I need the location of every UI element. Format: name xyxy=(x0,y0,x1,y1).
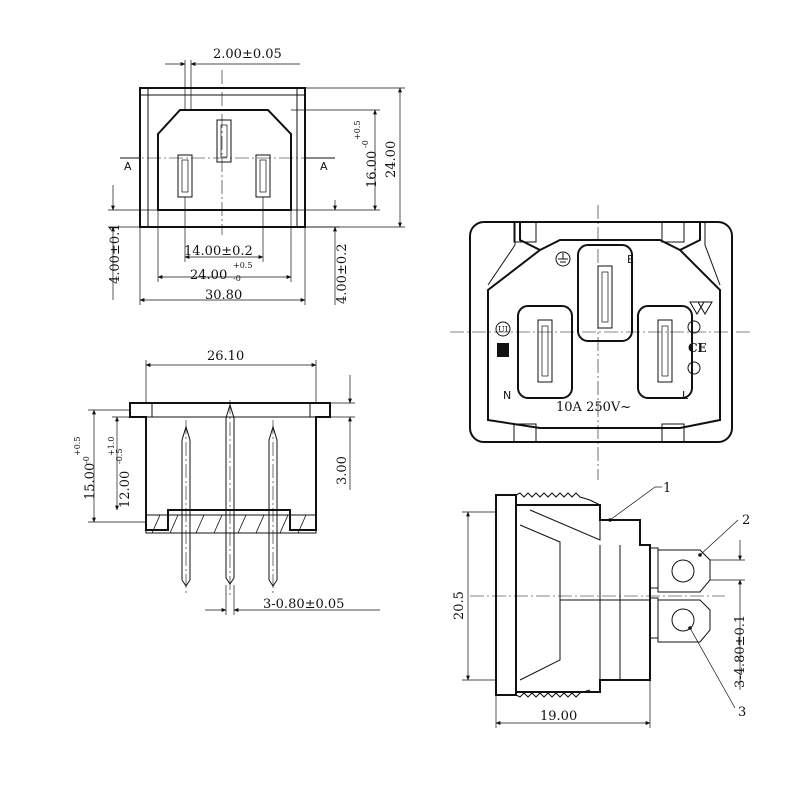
iso-pin-neutral xyxy=(517,305,573,399)
dim-depth-15-tol-lower: -0 xyxy=(82,456,91,464)
label-neutral: N xyxy=(503,389,511,402)
dim-overall-width: 30.80 xyxy=(205,288,242,303)
dim-tab-width: 3-4.80±0.1 xyxy=(733,615,748,688)
certification-mark-icon xyxy=(497,343,509,357)
dim-depth-15: 15.00 xyxy=(83,463,98,500)
dim-top-width: 26.10 xyxy=(207,349,244,364)
label-earth: E xyxy=(627,253,634,266)
callout-1: 1 xyxy=(663,481,671,496)
dim-socket-width-tol-lower: -0 xyxy=(233,274,241,283)
dim-depth-15-tol-upper: +0.5 xyxy=(73,437,82,456)
svg-text:UL: UL xyxy=(498,325,511,334)
iso-pin-live xyxy=(637,305,693,399)
profile-flange xyxy=(495,494,517,696)
dim-right-side: 4.00±0.2 xyxy=(335,243,350,304)
side-base-hatch xyxy=(145,514,317,534)
dim-height-outer: 24.00 xyxy=(384,141,399,178)
dim-socket-height: 16.00 xyxy=(365,151,380,188)
dim-socket-width: 24.00 xyxy=(190,268,227,283)
profile-body xyxy=(516,504,651,693)
dim-flange: 3.00 xyxy=(335,456,350,485)
earth-symbol-icon xyxy=(555,251,571,267)
dim-pin-spacing: 14.00±0.2 xyxy=(184,244,253,259)
iso-pin-earth xyxy=(577,244,633,342)
dim-depth-12-tol-upper: +1.0 xyxy=(107,437,116,456)
dim-profile-height: 20.5 xyxy=(452,591,467,620)
callout-3: 3 xyxy=(738,705,746,720)
side-view: 26.10 15.00 +0.5 -0 12.00 +1.0 -0.5 3.00… xyxy=(73,349,380,615)
front-pin-live xyxy=(255,154,271,198)
vde-mark-icon xyxy=(689,301,713,315)
callout-2: 2 xyxy=(742,513,750,528)
ul-mark-icon: UL xyxy=(495,321,511,337)
front-pin-earth xyxy=(216,119,232,163)
dim-pin-thickness: 3-0.80±0.05 xyxy=(263,597,344,612)
ccc-mark-icon xyxy=(687,320,701,334)
iso-view: UL CE E N L 10A 250V~ xyxy=(450,205,750,480)
label-live: L xyxy=(682,389,689,402)
dim-depth-12-tol-lower: -0.5 xyxy=(115,449,124,464)
front-pin-neutral xyxy=(177,154,193,198)
profile-tab-upper xyxy=(649,547,659,589)
enec-mark-icon xyxy=(687,361,701,375)
profile-view: 20.5 19.00 3-4.80±0.1 1 2 3 xyxy=(452,481,750,728)
dim-socket-height-tol-upper: +0.5 xyxy=(353,121,362,140)
section-mark-right: A xyxy=(320,160,328,173)
dim-socket-width-tol-upper: +0.5 xyxy=(233,261,252,270)
dim-pin-width: 2.00±0.05 xyxy=(213,47,282,62)
front-view: A A 2.00±0.05 24.00 16.00 +0.5 -0 4.00±0… xyxy=(108,47,405,305)
front-body-outline xyxy=(139,87,306,228)
dim-depth-12: 12.00 xyxy=(118,471,133,508)
dim-socket-height-tol-lower: -0 xyxy=(361,140,370,148)
dim-left-side: 4.00±0.1 xyxy=(108,223,123,284)
rating-text: 10A 250V~ xyxy=(556,400,631,415)
dim-profile-depth: 19.00 xyxy=(540,709,577,724)
section-mark-left: A xyxy=(124,160,132,173)
profile-tab-lower xyxy=(649,597,659,639)
ce-mark-icon: CE xyxy=(688,341,707,355)
